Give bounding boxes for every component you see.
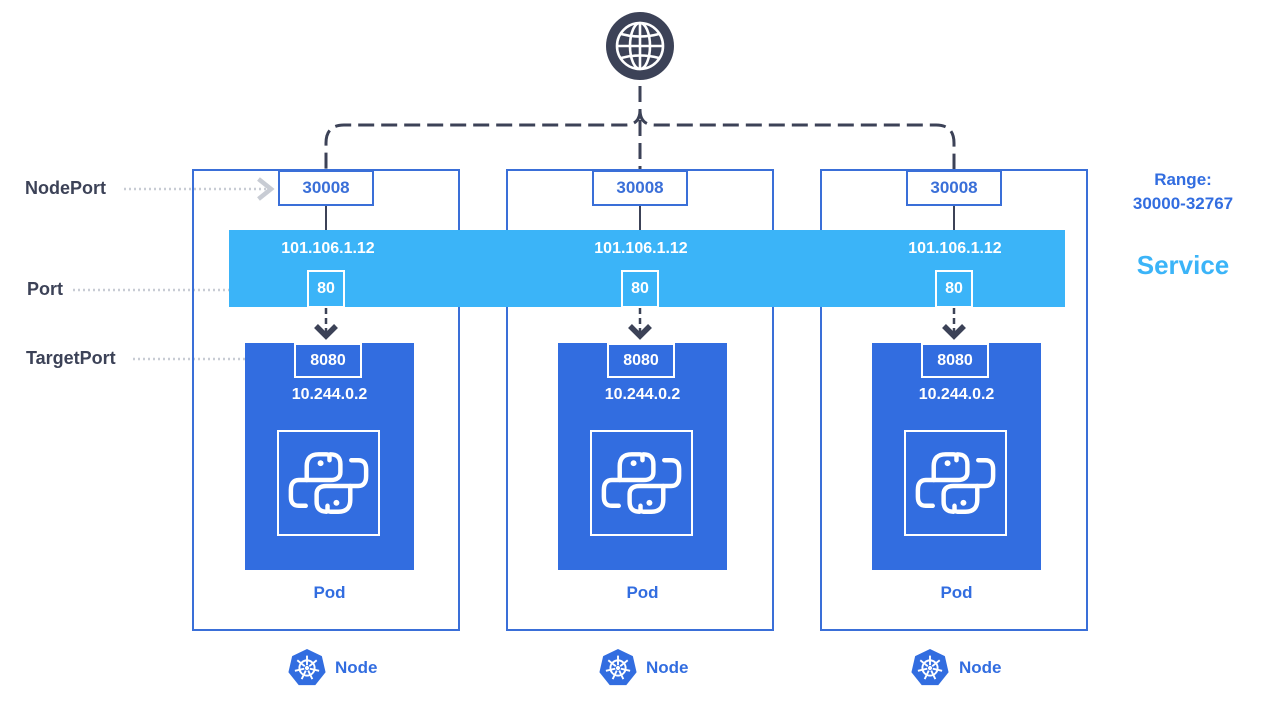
nodeport-box: 30008: [278, 170, 374, 206]
service-ip: 101.106.1.12: [908, 240, 1002, 257]
internet-connector: [324, 86, 956, 170]
service-title: Service: [1136, 250, 1230, 280]
port-box: 80: [935, 270, 973, 308]
node-label: Node: [335, 658, 378, 677]
pod-label: Pod: [940, 583, 973, 602]
port-box: 80: [621, 270, 659, 308]
service-ip: 101.106.1.12: [594, 240, 688, 257]
range-value: 30000-32767: [1132, 194, 1234, 213]
globe-icon: [606, 12, 674, 80]
python-frame: [590, 430, 693, 536]
pod-label: Pod: [313, 583, 346, 602]
pod-ip: 10.244.0.2: [604, 386, 681, 403]
target-port-box: 8080: [921, 343, 989, 378]
python-icon: [915, 452, 996, 514]
pod-label: Pod: [626, 583, 659, 602]
service-ip: 101.106.1.12: [281, 240, 375, 257]
nodeport-label: NodePort: [25, 178, 106, 198]
targetport-label: TargetPort: [26, 348, 116, 368]
port-label: Port: [27, 279, 63, 299]
service-bar: [229, 230, 1065, 307]
python-frame: [277, 430, 380, 536]
nodeport-box: 30008: [906, 170, 1002, 206]
node-label: Node: [959, 658, 1002, 677]
pod-ip: 10.244.0.2: [291, 386, 368, 403]
kubernetes-icon: [599, 648, 637, 686]
kubernetes-icon: [288, 648, 326, 686]
range-title: Range:: [1154, 170, 1212, 189]
nodeport-box: 30008: [592, 170, 688, 206]
nodeport-service-lines: [325, 206, 955, 230]
node-label: Node: [646, 658, 689, 677]
pod-ip: 10.244.0.2: [918, 386, 995, 403]
python-icon: [601, 452, 682, 514]
target-port-box: 8080: [294, 343, 362, 378]
target-port-box: 8080: [607, 343, 675, 378]
kubernetes-icon: [911, 648, 949, 686]
python-frame: [904, 430, 1007, 536]
python-icon: [288, 452, 369, 514]
port-target-arrows: [314, 308, 966, 340]
port-box: 80: [307, 270, 345, 308]
